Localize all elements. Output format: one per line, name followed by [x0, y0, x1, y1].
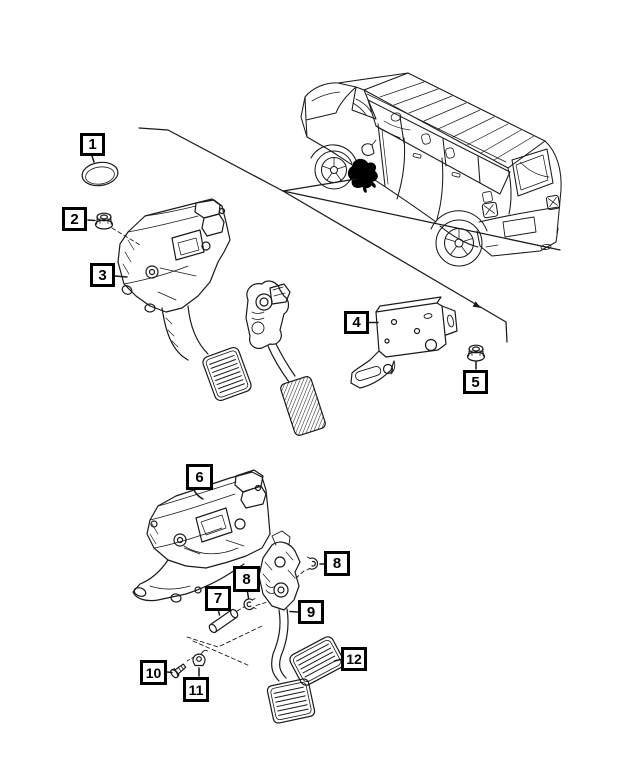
callout-label: 3 — [98, 266, 107, 284]
callout-label: 6 — [195, 468, 204, 486]
leader-lines — [139, 128, 560, 342]
callout-box-4[interactable]: 4 — [344, 311, 369, 334]
callout-label: 4 — [352, 314, 361, 331]
callout-2-connector — [88, 220, 95, 221]
callout-label: 11 — [188, 681, 204, 698]
nut-part-2 — [88, 213, 140, 245]
callout-label: 5 — [471, 373, 480, 391]
callout-label: 1 — [88, 136, 97, 153]
vehicle-illustration — [301, 73, 561, 266]
callout-label: 2 — [70, 210, 79, 228]
pedal-arm-part-9 — [259, 531, 315, 724]
callout-box-2[interactable]: 2 — [62, 207, 87, 231]
callout-label: 7 — [213, 590, 223, 607]
pedal-bracket-assembly-part-3 — [115, 199, 253, 402]
callout-7-connector — [219, 611, 220, 615]
callout-box-9[interactable]: 9 — [298, 600, 324, 624]
callout-box-12[interactable]: 12 — [341, 647, 367, 671]
callout-8a-connector — [248, 592, 249, 598]
callout-box-3[interactable]: 3 — [90, 263, 115, 287]
location-marker-blob — [347, 158, 378, 193]
callout-9-connector — [290, 612, 298, 613]
callout-label: 12 — [346, 651, 362, 667]
callout-label: 10 — [145, 664, 162, 681]
pedal-pad-part-12 — [288, 635, 346, 688]
clip-part-11 — [193, 650, 207, 676]
callout-box-6[interactable]: 6 — [186, 464, 213, 490]
callout-label: 8 — [242, 570, 251, 588]
grommet-part-1 — [81, 156, 120, 188]
retainer-clip-part-8a — [244, 592, 256, 610]
nut-part-5 — [468, 345, 485, 369]
callout-12-connector — [335, 660, 341, 662]
bracket-part-4 — [351, 297, 457, 388]
alignment-dashed-lines — [187, 571, 304, 666]
callout-6-connector — [194, 490, 203, 499]
callout-1-connector — [92, 156, 94, 162]
callout-box-5[interactable]: 5 — [463, 370, 488, 394]
pedal-bracket-assembly-part-6 — [133, 470, 270, 603]
callout-box-7[interactable]: 7 — [205, 586, 231, 611]
accelerator-pedal-assembly — [246, 281, 327, 437]
callout-3-connector — [115, 276, 127, 277]
callout-box-1[interactable]: 1 — [80, 133, 105, 156]
retainer-clip-part-8b — [307, 557, 324, 570]
screw-part-10 — [167, 657, 194, 679]
callout-label: 9 — [306, 603, 316, 621]
callout-box-10[interactable]: 10 — [140, 660, 167, 685]
leader-arrowhead — [472, 301, 481, 308]
callout-box-8a[interactable]: 8 — [233, 566, 260, 592]
callout-10-connector — [167, 672, 172, 673]
callout-label: 8 — [332, 555, 342, 572]
pivot-pin-part-7 — [208, 608, 239, 634]
callout-box-8b[interactable]: 8 — [324, 551, 350, 576]
callout-box-11[interactable]: 11 — [183, 677, 209, 702]
